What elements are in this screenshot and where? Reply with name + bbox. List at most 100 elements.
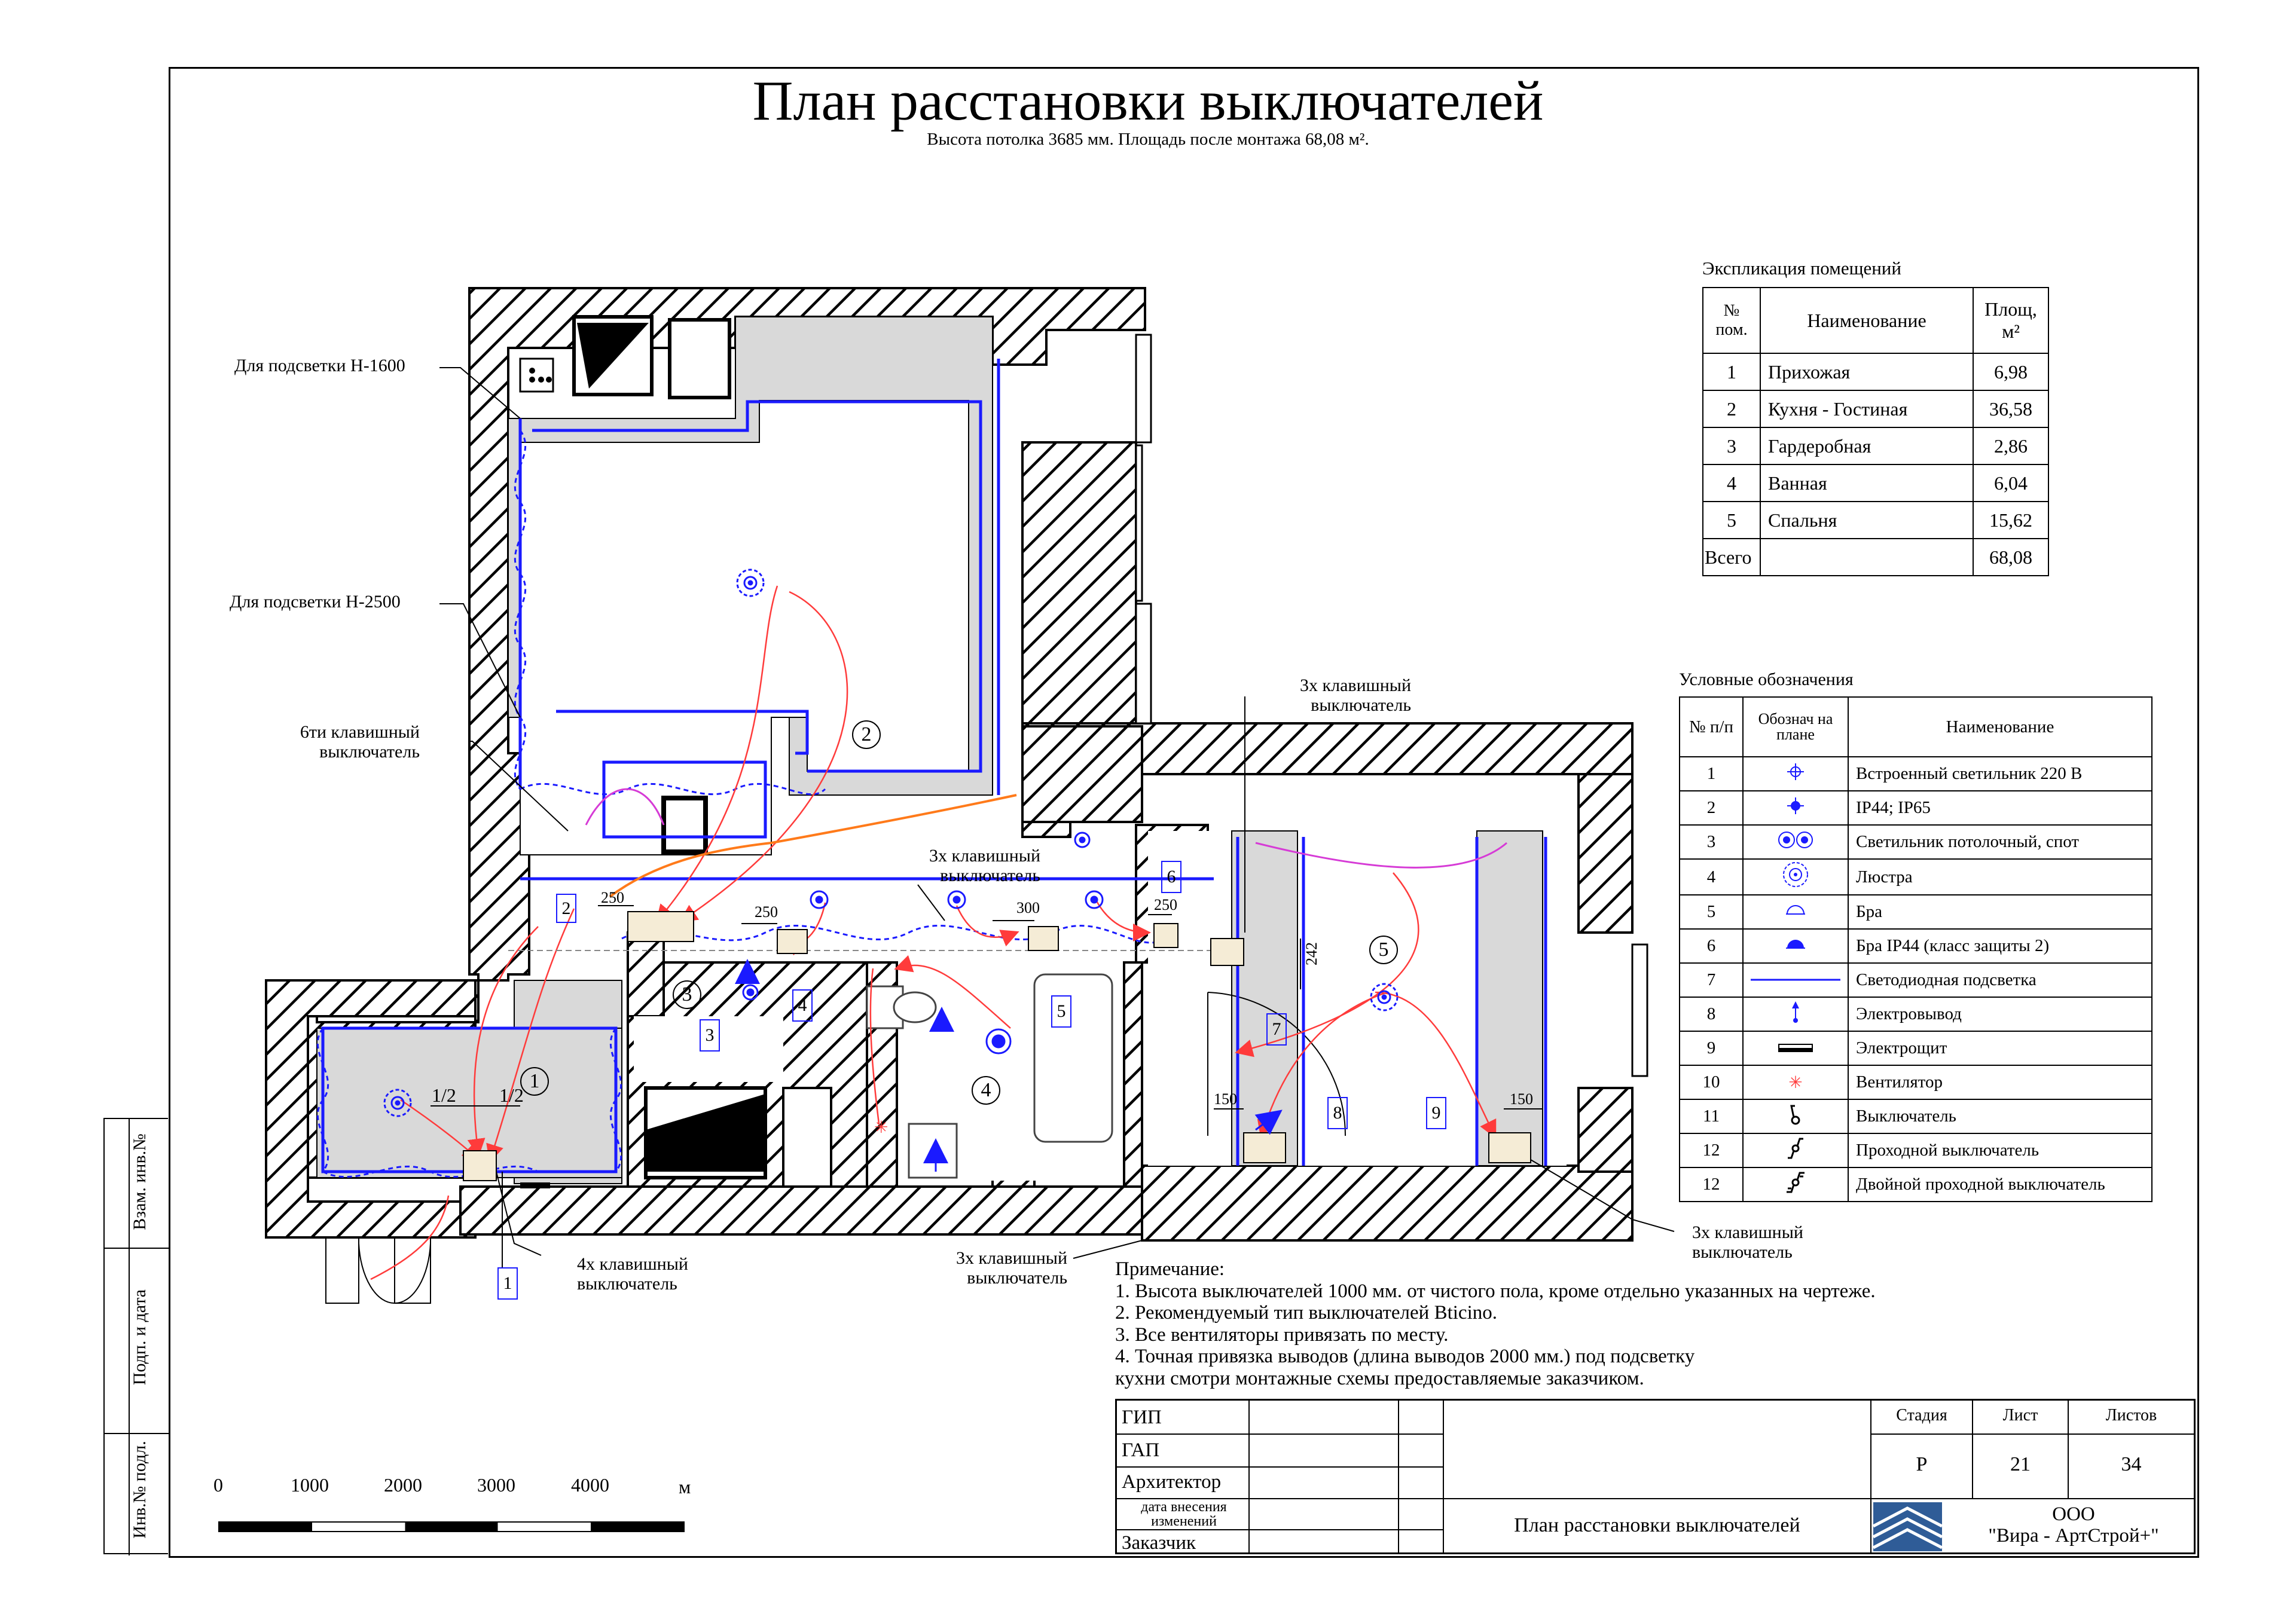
double-pass-switch-icon: [1785, 1170, 1806, 1199]
role-customer: Заказчик: [1122, 1532, 1196, 1554]
switch-tag-9: 9: [1426, 1097, 1446, 1129]
light-fixtures: [383, 568, 1399, 1117]
note-line: 2. Рекомендуемый тип выключателей Bticin…: [1115, 1302, 1497, 1324]
callout-backlight-1600: Для подсветки Н-1600: [234, 356, 405, 375]
explication-header-num: № пом.: [1702, 287, 1761, 354]
switch-tag-7: 7: [1266, 1013, 1287, 1046]
role-gap: ГАП: [1122, 1439, 1160, 1461]
drawing-name: План расстановки выключателей: [1514, 1514, 1800, 1536]
dim-label: 1/2: [499, 1084, 524, 1106]
switch-tag-1: 1: [497, 1267, 518, 1300]
svg-text:✳: ✳: [874, 1118, 888, 1137]
dim-label: 300: [1016, 899, 1040, 916]
sheets-value: 34: [2121, 1453, 2142, 1475]
explication-header-name: Наименование: [1760, 287, 1974, 354]
dim-label: 250: [601, 889, 624, 906]
stamp-replace-inv: Взам. инв.№: [130, 1133, 149, 1230]
callout-switch-3-top: 3х клавишный выключатель: [1300, 676, 1411, 715]
dim-label: 1/2: [432, 1084, 456, 1106]
page-title: План расстановки выключателей: [752, 70, 1544, 132]
callout-switch-3-bottom: 3х клавишный выключатель: [956, 1248, 1067, 1288]
legend-title: Условные обозначения: [1679, 670, 1854, 689]
callout-switch-3-right: 3х клавишный выключатель: [1692, 1222, 1803, 1262]
recessed-light-icon: [1784, 760, 1808, 788]
electric-outlet-icon: [1790, 1000, 1802, 1029]
room-number-4: 4: [972, 1076, 1000, 1105]
sconce-ip44-icon: [1784, 935, 1808, 958]
stage-value: Р: [1916, 1453, 1928, 1475]
company-line1: ООО: [2052, 1503, 2095, 1525]
dim-label: 150: [1510, 1090, 1533, 1108]
note-line: 1. Высота выключателей 1000 мм. от чисто…: [1115, 1280, 1876, 1302]
callout-switch-6: 6ти клавишный выключатель: [300, 722, 420, 762]
note-line: кухни смотри монтажные схемы предоставля…: [1115, 1367, 1644, 1389]
pass-switch-icon: [1787, 1136, 1805, 1165]
legend-header-num: № п/п: [1679, 696, 1744, 757]
fan-icon: ✳: [1788, 1074, 1803, 1093]
company-logo: [1873, 1502, 1942, 1551]
callout-backlight-2500: Для подсветки Н-2500: [230, 592, 401, 612]
side-stamp: Инв.№ подл. Подп. и дата Взам. инв.№: [103, 1118, 169, 1555]
switch-tag-6: 6: [1161, 861, 1181, 893]
dim-label: 242: [1303, 942, 1320, 965]
dim-label: 250: [1154, 896, 1177, 913]
page-subtitle: Высота потолка 3685 мм. Площадь после мо…: [927, 130, 1369, 149]
callout-switch-3-mid: 3х клавишный выключатель: [929, 846, 1040, 885]
role-gip: ГИП: [1122, 1407, 1162, 1428]
switch-tag-2: 2: [556, 894, 576, 923]
sheets-label: Листов: [2105, 1406, 2157, 1425]
note-line: 4. Точная привязка выводов (длина выводо…: [1115, 1346, 1695, 1367]
role-change-date: дата внесения изменений: [1141, 1499, 1227, 1529]
title-block: ГИП ГАП Архитектор дата внесения изменен…: [1115, 1399, 2196, 1554]
legend-row: 10✳Вентилятор: [1679, 1065, 2152, 1100]
switch-wires: [370, 585, 1497, 1280]
electric-panel-icon: [1778, 1039, 1813, 1059]
callout-switch-4: 4х клавишный выключатель: [577, 1254, 688, 1294]
notes: Примечание: 1. Высота выключателей 1000 …: [1115, 1258, 1876, 1389]
spot-light-icon: [1775, 828, 1816, 857]
room-number-1: 1: [520, 1067, 549, 1096]
room-number-5: 5: [1369, 936, 1398, 964]
room-number-3: 3: [673, 980, 701, 1009]
stage-label: Стадия: [1896, 1406, 1947, 1425]
sheet-value: 21: [2010, 1453, 2031, 1475]
switch-tag-3: 3: [700, 1019, 720, 1052]
switch-tag-5: 5: [1051, 995, 1071, 1028]
company-line2: "Вира - АртСтрой+": [1988, 1525, 2159, 1546]
stamp-inv-orig: Инв.№ подл.: [130, 1441, 149, 1539]
explication-header-area: Площ, м²: [1973, 287, 2049, 354]
explication-total-row: Всего 68,08: [1702, 538, 2049, 576]
chandelier-icon: [1781, 860, 1810, 894]
led-strip-icon: [1751, 971, 1840, 991]
switch-tag-4: 4: [792, 989, 813, 1022]
notes-title: Примечание:: [1115, 1258, 1225, 1280]
role-architect: Архитектор: [1122, 1471, 1222, 1493]
explication-title: Экспликация помещений: [1702, 258, 1901, 279]
sheet-label: Лист: [2002, 1406, 2038, 1425]
switch-boxes: [463, 911, 1531, 1181]
switch-icon: [1787, 1102, 1805, 1131]
legend-header-name: Наименование: [1848, 696, 2152, 757]
dim-label: 250: [755, 903, 778, 921]
ip44-light-icon: [1784, 794, 1808, 823]
note-line: 3. Все вентиляторы привязать по месту.: [1115, 1324, 1449, 1346]
stamp-sign-date: Подп. и дата: [130, 1289, 149, 1386]
sconce-icon: [1784, 901, 1808, 924]
